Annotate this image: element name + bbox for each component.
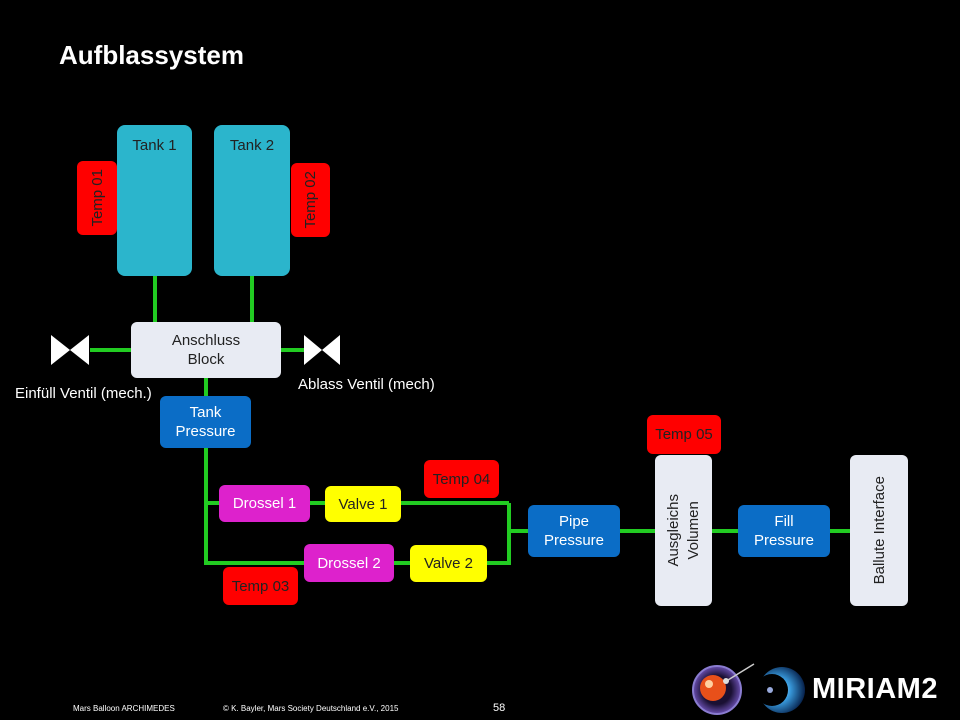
- pipe-pressure-line2: Pressure: [543, 532, 605, 549]
- mission-logo-icon: [692, 663, 755, 715]
- drossel-2: Drossel 2: [304, 544, 394, 582]
- valve-1: Valve 1: [325, 486, 401, 522]
- miriam2-logo-text: MIRIAM2: [812, 673, 938, 705]
- tank-1: Tank 1: [117, 125, 192, 276]
- tank-2: Tank 2: [214, 125, 290, 276]
- temp-05-sensor: Temp 05: [647, 415, 721, 454]
- tank-pressure-line1: Tank: [189, 404, 222, 421]
- tank-pressure-line2: Pressure: [175, 423, 236, 440]
- footer-copyright: © K. Bayler, Mars Society Deutschland e.…: [223, 704, 399, 713]
- footer-project: Mars Balloon ARCHIMEDES: [73, 704, 175, 713]
- fill-pressure-line1: Fill: [774, 513, 794, 530]
- anschluss-block: Anschluss Block: [131, 322, 281, 378]
- fill-pressure-sensor: Fill Pressure: [738, 505, 830, 557]
- fill-pressure-line2: Pressure: [753, 532, 815, 549]
- pipe-pressure-sensor: Pipe Pressure: [528, 505, 620, 557]
- temp-01-label: Temp 01: [88, 169, 106, 227]
- ausgleichs-text: Ausgleichs Volumen: [664, 494, 704, 567]
- slide-title: Aufblassystem: [59, 40, 244, 70]
- ausgleichs-line1: Ausgleichs: [664, 494, 682, 567]
- drossel-1: Drossel 1: [219, 485, 310, 522]
- ballute-interface: Ballute Interface: [850, 455, 908, 606]
- einfuell-valve-label: Einfüll Ventil (mech.): [15, 385, 152, 402]
- tank-pressure-sensor: Tank Pressure: [160, 396, 251, 448]
- anschluss-line2: Block: [187, 351, 225, 368]
- temp-02-label: Temp 02: [302, 171, 319, 229]
- ablass-valve-label: Ablass Ventil (mech): [298, 376, 435, 393]
- anschluss-line1: Anschluss: [171, 332, 241, 349]
- ablass-valve-icon: [304, 335, 340, 365]
- einfuell-valve-icon: [51, 335, 89, 365]
- ausgleichs-line2: Volumen: [684, 501, 702, 560]
- page-number: 58: [493, 702, 506, 714]
- temp-03-sensor: Temp 03: [223, 567, 298, 605]
- miriam-planet-icon: [758, 667, 805, 713]
- temp-01-sensor: Temp 01: [77, 161, 117, 235]
- temp-02-sensor: Temp 02: [291, 163, 330, 237]
- ausgleichs-volumen: Ausgleichs Volumen: [655, 455, 712, 606]
- valve-2: Valve 2: [410, 545, 487, 582]
- ballute-label: Ballute Interface: [870, 476, 888, 585]
- temp-04-sensor: Temp 04: [424, 460, 499, 498]
- pipe-pressure-line1: Pipe: [558, 513, 590, 530]
